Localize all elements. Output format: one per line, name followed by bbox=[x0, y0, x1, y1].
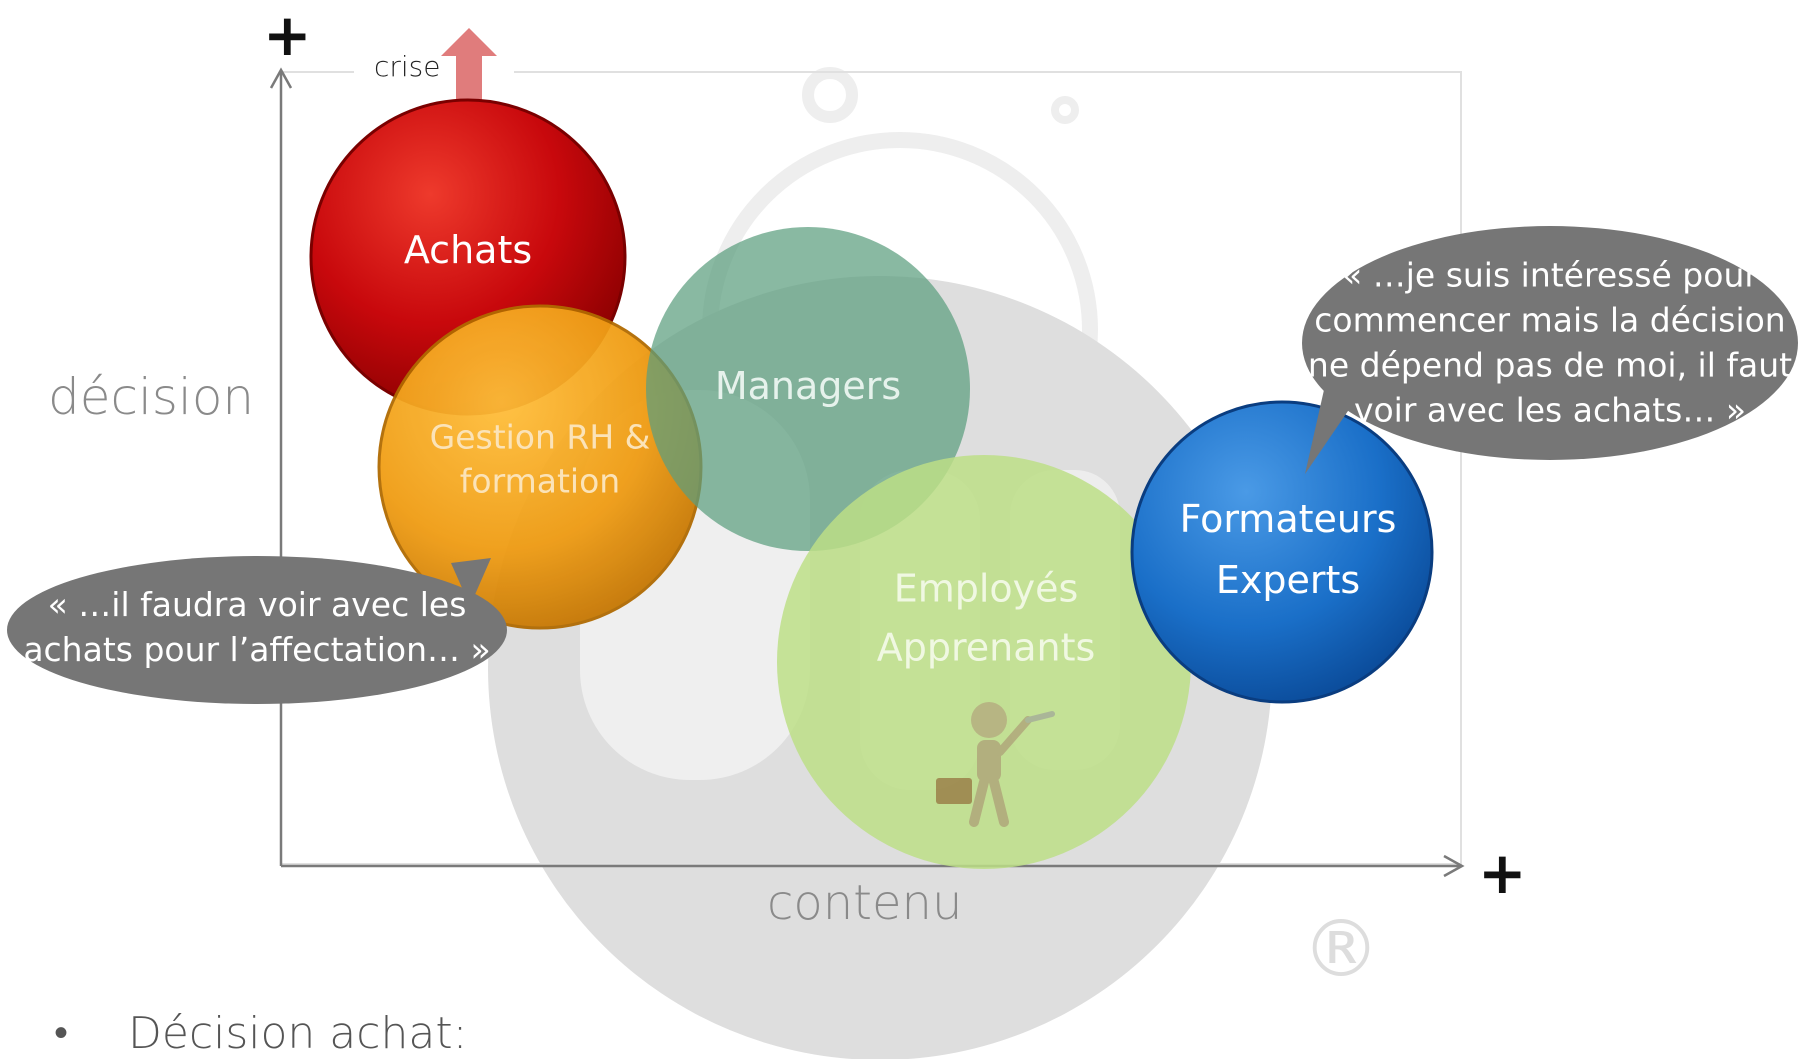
formateurs-label: Formateurs Experts bbox=[1179, 497, 1397, 602]
formateurs-circle bbox=[1130, 400, 1434, 704]
y-axis-plus: + bbox=[263, 1, 312, 69]
y-axis-label: décision bbox=[48, 368, 255, 426]
right-quote-bubble bbox=[1302, 226, 1798, 460]
x-axis-plus: + bbox=[1478, 839, 1527, 907]
crise-arrow bbox=[441, 28, 497, 100]
worker-figure-icon bbox=[936, 702, 1055, 827]
x-axis-label: contenu bbox=[767, 875, 963, 931]
x-axis-arrowhead bbox=[1443, 854, 1465, 878]
employes-label: Employés Apprenants bbox=[876, 566, 1096, 670]
y-axis-arrowhead bbox=[269, 67, 293, 89]
managers-label: Managers bbox=[714, 364, 902, 408]
employes-circle bbox=[777, 455, 1191, 869]
bullet-marker: • bbox=[54, 1010, 69, 1056]
right-quote-text: « …je suis intéressé pour commencer mais… bbox=[1307, 255, 1793, 429]
crise-label: crise bbox=[374, 50, 441, 83]
left-bubble-tail bbox=[451, 558, 491, 606]
managers-circle bbox=[646, 227, 970, 551]
left-quote-bubble bbox=[7, 556, 507, 704]
achats-label: Achats bbox=[403, 228, 533, 272]
bullet-text: Décision achat: bbox=[128, 1008, 468, 1059]
registered-mark: ® bbox=[1302, 905, 1380, 995]
crise-label-backdrop bbox=[354, 64, 514, 94]
left-quote-text: « …il faudra voir avec les achats pour l… bbox=[23, 585, 491, 669]
gestion-label: Gestion RH & formation bbox=[429, 417, 651, 500]
